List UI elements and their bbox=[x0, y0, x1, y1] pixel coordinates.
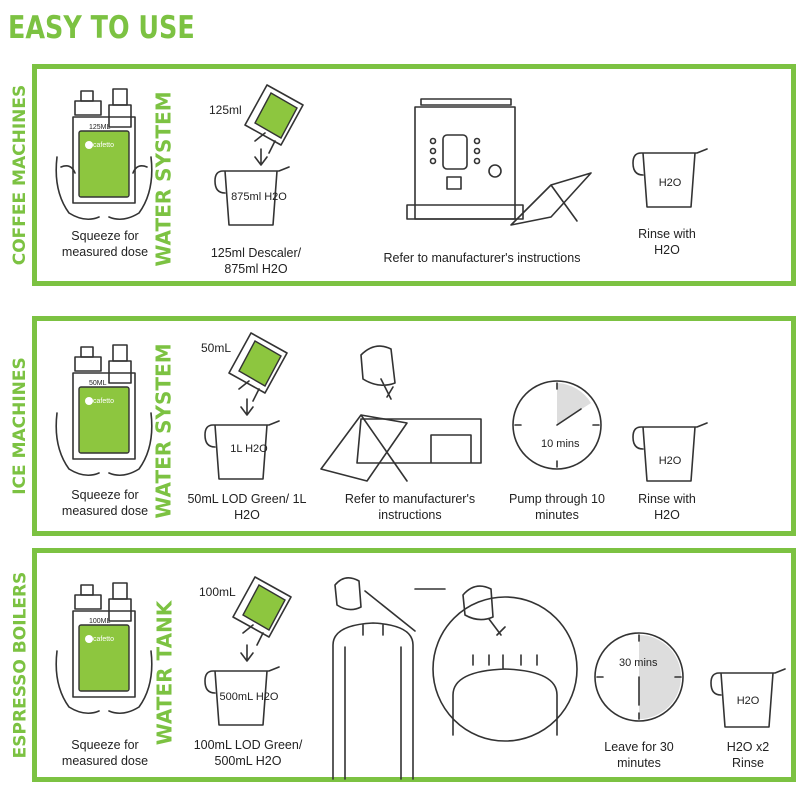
jug-text: 500mL H2O bbox=[219, 691, 279, 703]
step-caption: Refer to manufacturer's instructions bbox=[383, 251, 581, 265]
coffee-machine-icon bbox=[406, 98, 592, 226]
step-caption: Refer to manufacturer's instructions bbox=[344, 492, 476, 522]
bottle-caption: Squeeze for measured dose bbox=[61, 738, 149, 768]
bottle-caption: Squeeze for measured dose bbox=[61, 488, 149, 518]
rinse-jug-text: H2O bbox=[736, 695, 760, 707]
sachet-amount: 100mL bbox=[199, 585, 236, 599]
measuring-jug-icon bbox=[214, 166, 290, 226]
rinse-jug-text: H2O bbox=[658, 177, 682, 189]
sachet-icon bbox=[228, 332, 288, 402]
rinse-jug-icon bbox=[632, 422, 708, 482]
dose-mark: 125ML bbox=[89, 124, 111, 131]
bottle-caption: Squeeze for measured dose bbox=[61, 229, 149, 259]
ice-machine-manual-icon bbox=[320, 345, 482, 482]
side-label: ICE MACHINES bbox=[10, 357, 30, 495]
timer-text: 10 mins bbox=[541, 438, 580, 450]
side-label: COFFEE MACHINES bbox=[10, 84, 31, 266]
system-label: WATER TANK bbox=[152, 600, 176, 746]
sachet-amount: 125ml bbox=[209, 103, 242, 117]
rinse-caption: Rinse with H2O bbox=[638, 492, 696, 522]
brand-logo-text: cafetto bbox=[93, 398, 115, 405]
arrow-down-icon bbox=[240, 644, 254, 662]
mix-caption: 125ml Descaler/ 875ml H2O bbox=[210, 246, 302, 276]
measuring-jug-icon bbox=[204, 666, 280, 726]
measuring-jug-icon bbox=[204, 420, 280, 480]
timer-text: 30 mins bbox=[619, 657, 658, 669]
bottle-in-hands-icon bbox=[55, 88, 153, 221]
mix-caption: 50mL LOD Green/ 1L H2O bbox=[187, 492, 307, 522]
timer-caption: Leave for 30 minutes bbox=[604, 740, 674, 770]
system-label: WATER SYSTEM bbox=[152, 343, 177, 519]
coffee-machines-panel: COFFEE MACHINES 125ML cafetto Squeeze fo… bbox=[10, 64, 796, 286]
ice-machines-panel: ICE MACHINES 50ML cafetto Squeeze for me… bbox=[10, 316, 796, 536]
jug-text: 875ml H2O bbox=[231, 191, 287, 203]
bottle-in-hands-icon bbox=[55, 344, 153, 477]
arrow-down-icon bbox=[240, 398, 254, 416]
side-label: ESPRESSO BOILERS bbox=[10, 571, 31, 759]
bottle-in-hands-icon bbox=[55, 582, 153, 715]
system-label: WATER SYSTEM bbox=[152, 91, 177, 267]
arrow-down-icon bbox=[254, 148, 268, 166]
brand-logo-text: cafetto bbox=[93, 142, 115, 149]
rinse-jug-icon bbox=[710, 668, 786, 728]
rinse-jug-icon bbox=[632, 148, 708, 208]
boiler-tank-diagram-icon bbox=[332, 577, 578, 780]
dose-mark: 50ML bbox=[89, 380, 107, 387]
sachet-icon bbox=[232, 576, 292, 646]
rinse-caption: H2O x2 Rinse bbox=[726, 740, 770, 770]
dose-mark: 100ML bbox=[89, 618, 111, 625]
page-title: EASY TO USE bbox=[8, 10, 195, 46]
mix-caption: 100mL LOD Green/ 500mL H2O bbox=[193, 738, 303, 768]
espresso-boilers-panel: ESPRESSO BOILERS 100ML cafetto Squeeze f… bbox=[10, 548, 796, 782]
timer-caption: Pump through 10 minutes bbox=[509, 492, 605, 522]
rinse-caption: Rinse with H2O bbox=[638, 227, 696, 257]
timer-icon bbox=[512, 380, 602, 470]
brand-logo-text: cafetto bbox=[93, 636, 115, 643]
sachet-amount: 50mL bbox=[201, 341, 232, 355]
timer-icon bbox=[594, 632, 684, 722]
rinse-jug-text: H2O bbox=[658, 455, 682, 467]
sachet-icon bbox=[244, 84, 304, 154]
jug-text: 1L H2O bbox=[230, 443, 268, 455]
